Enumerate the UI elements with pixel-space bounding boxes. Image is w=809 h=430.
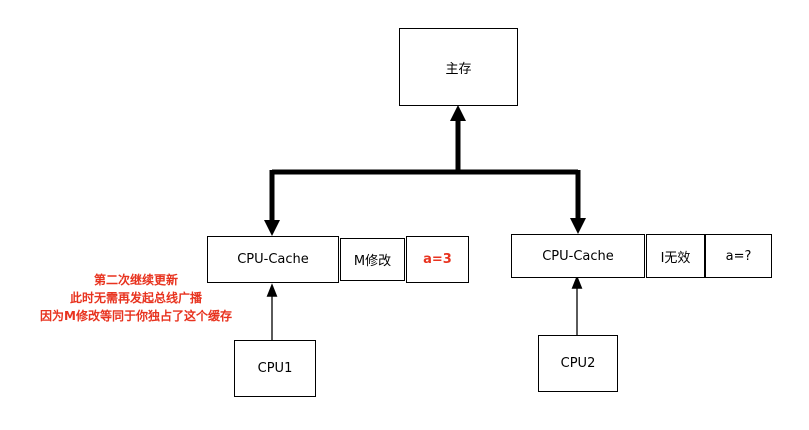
right-value-label: a=? [725,248,752,264]
annotation-line-1: 第二次继续更新 [93,273,178,287]
right-cache-label: CPU-Cache [542,248,614,264]
annotation-line-2: 此时无需再发起总线广播 [69,291,202,305]
left-value-box: a=3 [406,236,469,283]
main-memory-label: 主存 [445,61,472,77]
right-cache-box: CPU-Cache [511,234,645,278]
right-state-label: I无效 [660,250,691,266]
right-value-box: a=? [705,234,772,278]
left-state-box: M修改 [340,238,405,281]
cpu1-box: CPU1 [234,340,316,397]
main-memory-box: 主存 [399,28,518,106]
left-state-label: M修改 [353,254,392,269]
left-cache-box: CPU-Cache [207,236,339,283]
cpu1-label: CPU1 [257,361,293,376]
annotation-line-3: 因为M修改等同于你独占了这个缓存 [40,309,232,323]
cpu2-label: CPU2 [560,356,596,371]
cpu2-box: CPU2 [538,335,618,392]
left-value-label: a=3 [423,252,452,267]
annotation-note: 第二次继续更新 此时无需再发起总线广播 因为M修改等同于你独占了这个缓存 [2,271,270,325]
right-state-box: I无效 [646,234,705,278]
left-cache-label: CPU-Cache [237,252,309,267]
